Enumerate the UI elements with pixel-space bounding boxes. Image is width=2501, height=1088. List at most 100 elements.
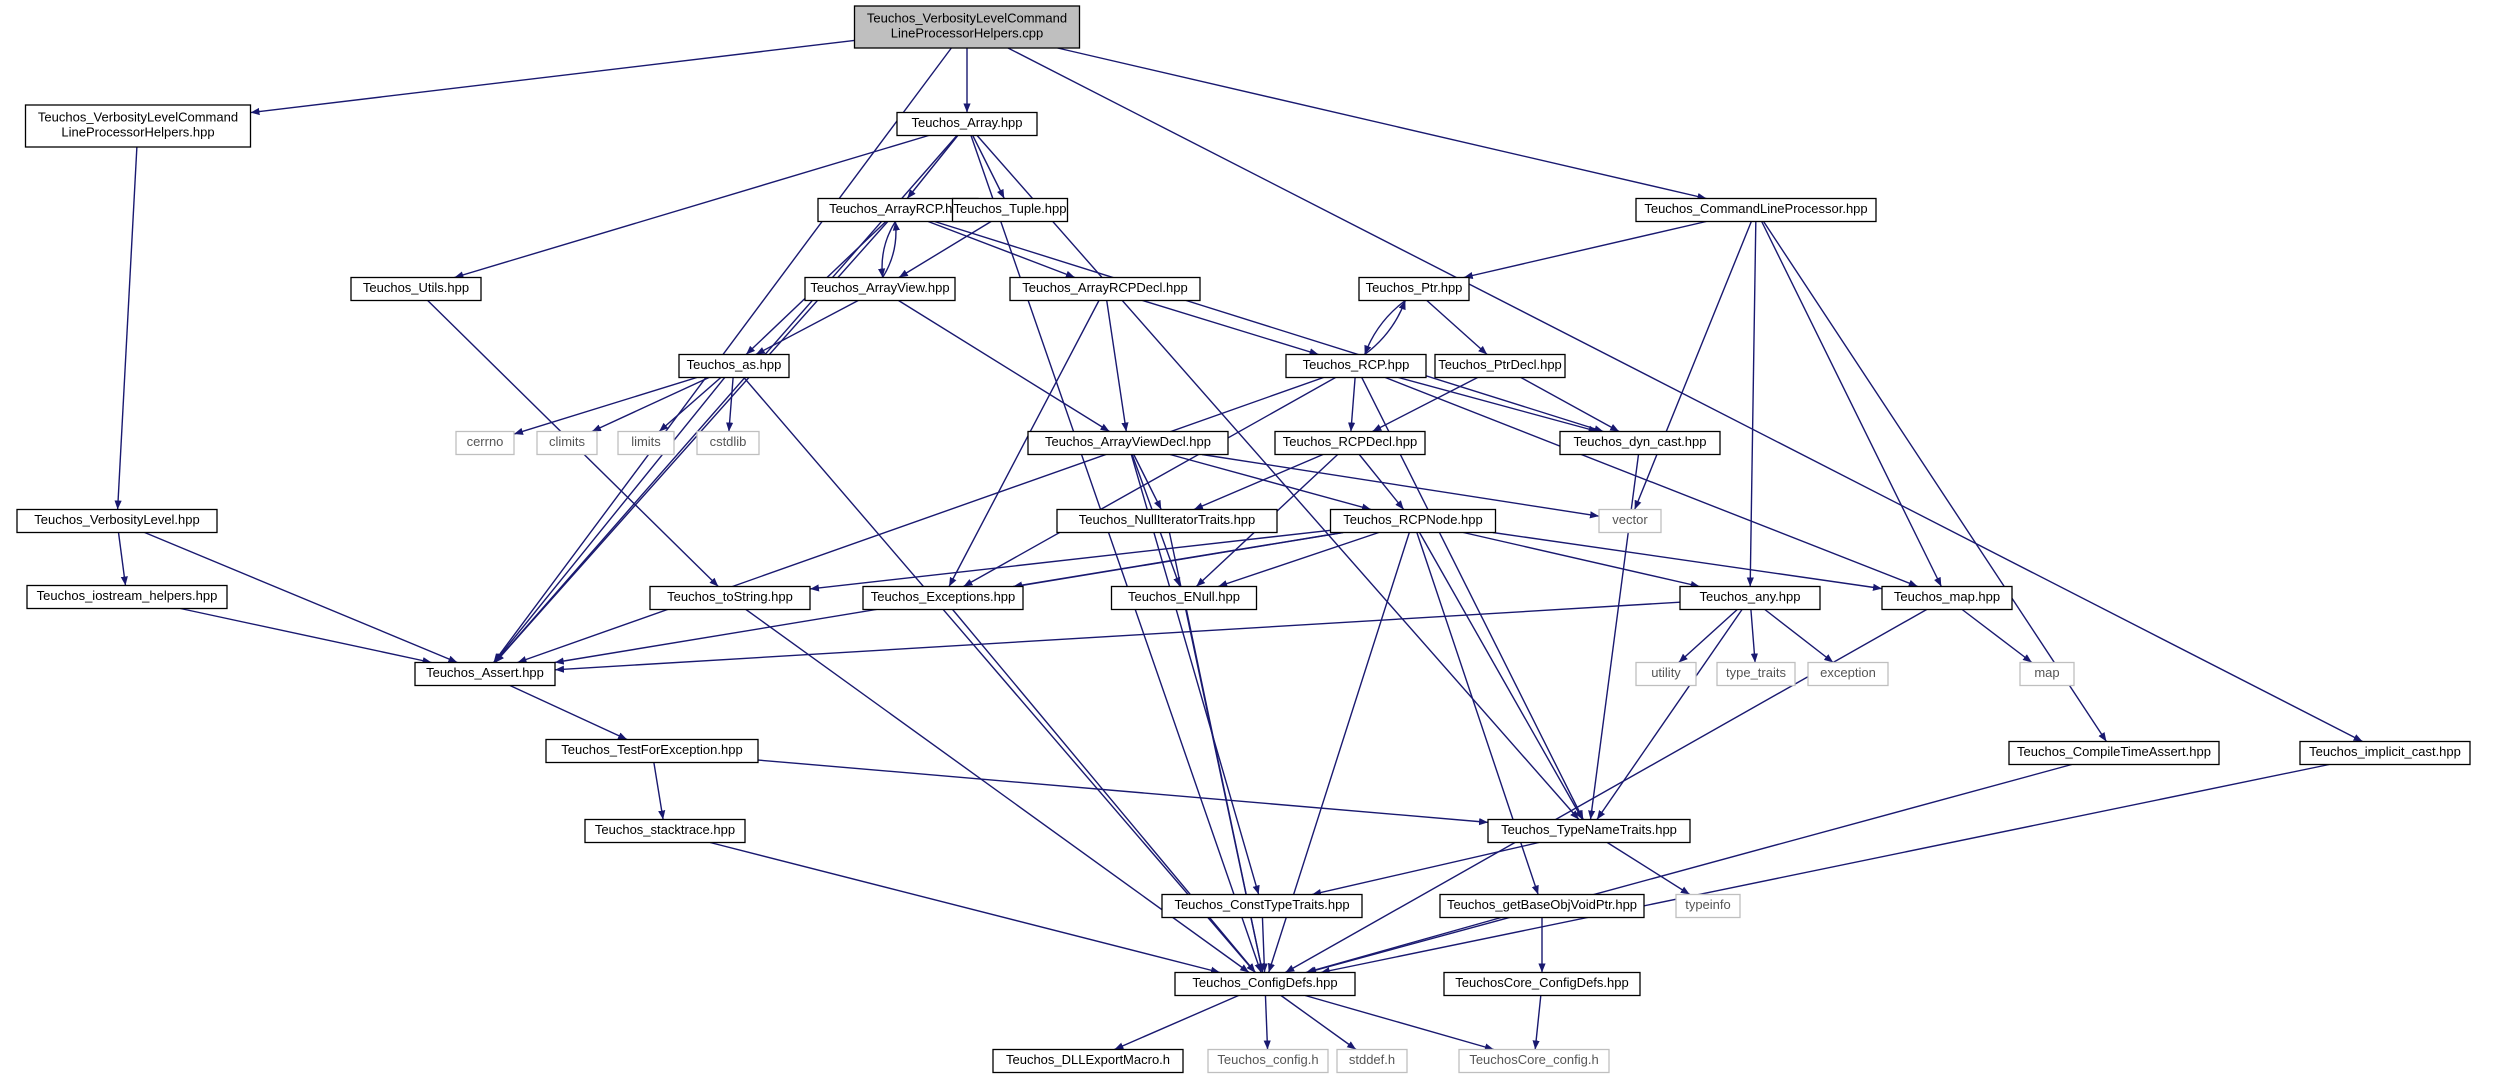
node-label: Teuchos_any.hpp bbox=[1700, 589, 1801, 604]
header-node-teuchos-tostring-hpp[interactable]: Teuchos_toString.hpp bbox=[649, 585, 811, 611]
edge-array-to-typenametraits bbox=[976, 135, 1580, 820]
edge-typenametraits-to-typeinfo bbox=[1606, 841, 1691, 896]
edge-tuple-to-arrayview bbox=[898, 220, 992, 279]
edge-configdefs-to-stddef bbox=[1280, 994, 1357, 1051]
node-label: typeinfo bbox=[1685, 897, 1731, 912]
node-label: Teuchos_implicit_cast.hpp bbox=[2309, 744, 2461, 759]
edge-arrayrcp-to-arrayview bbox=[878, 221, 896, 278]
header-node-teuchos-assert-hpp[interactable]: Teuchos_Assert.hpp bbox=[414, 661, 556, 687]
header-node-teuchos-configdefs-hpp[interactable]: Teuchos_ConfigDefs.hpp bbox=[1174, 971, 1356, 997]
edge-rcpdecl-to-rcpnode bbox=[1358, 454, 1405, 510]
edge-rcp-to-assert bbox=[517, 376, 1324, 664]
edge-rcpnode-to-typenametraits bbox=[1418, 532, 1584, 820]
header-node-teuchos-iostream-helpers-hpp[interactable]: Teuchos_iostream_helpers.hpp bbox=[26, 584, 228, 610]
header-node-teuchoscore-configdefs-hpp[interactable]: TeuchosCore_ConfigDefs.hpp bbox=[1443, 971, 1641, 997]
node-label: Teuchos_Ptr.hpp bbox=[1366, 280, 1463, 295]
edge-rcpnode-to-tostring bbox=[809, 529, 1331, 592]
node-label: Teuchos_CommandLineProcessor.hpp bbox=[1644, 201, 1867, 216]
header-node-teuchos-any-hpp[interactable]: Teuchos_any.hpp bbox=[1679, 585, 1821, 611]
node-label: Teuchos_dyn_cast.hpp bbox=[1574, 434, 1707, 449]
header-node-teuchos-compiletimeassert-hpp[interactable]: Teuchos_CompileTimeAssert.hpp bbox=[2008, 740, 2220, 766]
edge-map-to-mapstd bbox=[1961, 608, 2033, 664]
header-node-teuchos-arrayviewdecl-hpp[interactable]: Teuchos_ArrayViewDecl.hpp bbox=[1027, 430, 1229, 456]
edge-ptrdecl-to-rcpdecl bbox=[1372, 376, 1478, 433]
node-label: Teuchos_map.hpp bbox=[1894, 589, 2000, 604]
node-box bbox=[584, 818, 746, 844]
header-node-teuchos-rcpdecl-hpp[interactable]: Teuchos_RCPDecl.hpp bbox=[1274, 430, 1426, 456]
header-node-teuchos-dllexportmacro-h[interactable]: Teuchos_DLLExportMacro.h bbox=[992, 1048, 1184, 1074]
header-node-teuchos-utils-hpp[interactable]: Teuchos_Utils.hpp bbox=[350, 276, 482, 302]
header-node-teuchos-enull-hpp[interactable]: Teuchos_ENull.hpp bbox=[1110, 585, 1258, 611]
header-node-teuchos-getbaseobjvoidptr-hpp[interactable]: Teuchos_getBaseObjVoidPtr.hpp bbox=[1439, 893, 1645, 919]
node-box bbox=[1458, 1048, 1610, 1074]
node-box bbox=[536, 430, 598, 456]
edge-arrayview-to-as bbox=[755, 299, 859, 356]
edge-ptrdecl-to-dyncast bbox=[1520, 376, 1620, 433]
node-label: Teuchos_Exceptions.hpp bbox=[871, 589, 1016, 604]
header-node-teuchos-ptr-hpp[interactable]: Teuchos_Ptr.hpp bbox=[1358, 276, 1470, 302]
header-node-teuchos-dyn-cast-hpp[interactable]: Teuchos_dyn_cast.hpp bbox=[1559, 430, 1721, 456]
node-box bbox=[617, 430, 675, 456]
header-node-teuchos-typenametraits-hpp[interactable]: Teuchos_TypeNameTraits.hpp bbox=[1487, 818, 1691, 844]
edge-rcpdecl-to-nullitertraits bbox=[1193, 453, 1324, 511]
header-node-teuchos-commandlineprocessor-hpp[interactable]: Teuchos_CommandLineProcessor.hpp bbox=[1635, 197, 1877, 223]
edge-assert-to-testforexc bbox=[509, 684, 628, 741]
node-label: Teuchos_getBaseObjVoidPtr.hpp bbox=[1447, 897, 1637, 912]
edge-configdefs-to-coreconfig bbox=[1304, 994, 1495, 1051]
header-node-teuchos-stacktrace-hpp[interactable]: Teuchos_stacktrace.hpp bbox=[584, 818, 746, 844]
node-box bbox=[455, 430, 515, 456]
header-node-teuchos-nulliteratortraits-hpp[interactable]: Teuchos_NullIteratorTraits.hpp bbox=[1056, 508, 1278, 534]
external-header-node-vector: vector bbox=[1598, 508, 1662, 534]
header-node-teuchos-consttypetraits-hpp[interactable]: Teuchos_ConstTypeTraits.hpp bbox=[1161, 893, 1363, 919]
node-label: Teuchos_Tuple.hpp bbox=[954, 201, 1067, 216]
node-box bbox=[1336, 1048, 1408, 1074]
node-box bbox=[1598, 508, 1662, 534]
node-box bbox=[350, 276, 482, 302]
node-label: Teuchos_CompileTimeAssert.hpp bbox=[2017, 744, 2211, 759]
header-node-teuchos-ptrdecl-hpp[interactable]: Teuchos_PtrDecl.hpp bbox=[1434, 353, 1566, 379]
node-label: climits bbox=[549, 434, 586, 449]
node-label: vector bbox=[1612, 512, 1648, 527]
node-box bbox=[1009, 276, 1201, 302]
edge-arrayrcpdecl-to-exceptions bbox=[948, 300, 1100, 587]
header-node-teuchos-tuple-hpp[interactable]: Teuchos_Tuple.hpp bbox=[951, 197, 1069, 223]
node-label: map bbox=[2034, 665, 2059, 680]
edge-verbositylevel-to-assert bbox=[144, 531, 458, 664]
node-box bbox=[1056, 508, 1278, 534]
edge-consttypetraits-to-configdefs bbox=[1260, 917, 1268, 973]
node-label: type_traits bbox=[1726, 665, 1786, 680]
external-header-node-cstdlib: cstdlib bbox=[696, 430, 760, 456]
header-node-teuchos-arrayrcpdecl-hpp[interactable]: Teuchos_ArrayRCPDecl.hpp bbox=[1009, 276, 1201, 302]
header-node-teuchos-rcpnode-hpp[interactable]: Teuchos_RCPNode.hpp bbox=[1329, 508, 1497, 534]
node-box bbox=[1434, 353, 1566, 379]
edge-any-to-assert bbox=[554, 601, 1681, 673]
node-box bbox=[853, 5, 1081, 49]
edge-arrayrcpdecl-to-rcp bbox=[1142, 299, 1319, 356]
node-box bbox=[951, 197, 1069, 223]
header-node-teuchos-implicit-cast-hpp[interactable]: Teuchos_implicit_cast.hpp bbox=[2299, 740, 2471, 766]
external-header-node-limits: limits bbox=[617, 430, 675, 456]
header-node-teuchos-arrayview-hpp[interactable]: Teuchos_ArrayView.hpp bbox=[804, 276, 956, 302]
header-node-teuchos-verbositylevel-hpp[interactable]: Teuchos_VerbosityLevel.hpp bbox=[16, 508, 218, 534]
header-node-teuchos-as-hpp[interactable]: Teuchos_as.hpp bbox=[678, 353, 790, 379]
edge-root-to-implicitcast bbox=[1007, 47, 2363, 743]
edge-clp-to-compiletimeassert bbox=[1762, 221, 2108, 742]
node-label: Teuchos_Array.hpp bbox=[911, 115, 1022, 130]
edge-any-to-utility bbox=[1678, 608, 1738, 664]
edge-testforexc-to-stacktrace bbox=[653, 762, 666, 820]
header-node-teuchos-map-hpp[interactable]: Teuchos_map.hpp bbox=[1881, 585, 2013, 611]
header-node-teuchos-exceptions-hpp[interactable]: Teuchos_Exceptions.hpp bbox=[862, 585, 1024, 611]
edge-clp-to-vector bbox=[1634, 221, 1752, 510]
header-node-teuchos-testforexception-hpp[interactable]: Teuchos_TestForException.hpp bbox=[545, 738, 759, 764]
header-node-teuchos-rcp-hpp[interactable]: Teuchos_RCP.hpp bbox=[1285, 353, 1427, 379]
node-label: Teuchos_as.hpp bbox=[687, 357, 782, 372]
header-node-teuchos-array-hpp[interactable]: Teuchos_Array.hpp bbox=[896, 111, 1038, 137]
node-box bbox=[1161, 893, 1363, 919]
node-box bbox=[649, 585, 811, 611]
node-box bbox=[1635, 197, 1877, 223]
node-box bbox=[1635, 661, 1697, 687]
edge-clp-to-any bbox=[1746, 221, 1757, 587]
